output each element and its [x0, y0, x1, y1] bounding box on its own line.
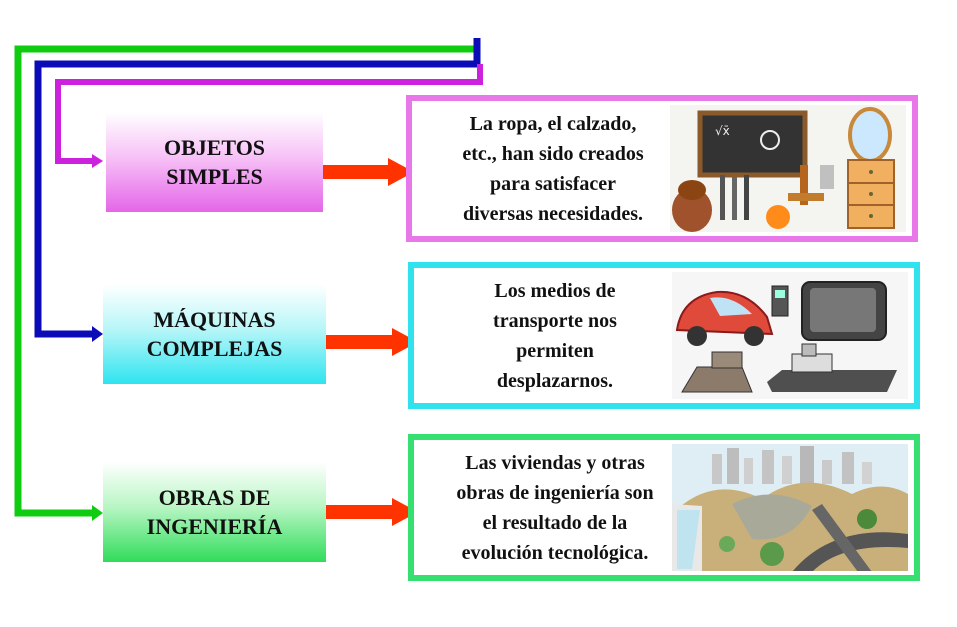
description-panel-maquinas: Los medios de transporte nos permiten de… — [408, 262, 920, 409]
arrowhead-green — [92, 505, 103, 521]
arrowhead-magenta — [92, 154, 103, 168]
category-label: MÁQUINAS COMPLEJAS — [146, 307, 283, 361]
svg-text:√x̄: √x̄ — [715, 124, 730, 138]
arrowhead-blue — [92, 326, 103, 342]
category-maquinas-complejas: MÁQUINAS COMPLEJAS — [103, 284, 326, 384]
description-panel-objetos: La ropa, el calzado, etc., han sido crea… — [406, 95, 918, 242]
connector-magenta — [55, 64, 483, 164]
panel-text: Los medios de transporte nos permiten de… — [493, 279, 617, 392]
red-arrow-1 — [314, 158, 414, 186]
connector-blue — [34, 38, 481, 338]
category-label: OBRAS DE INGENIERÍA — [146, 485, 283, 539]
category-label: OBJETOS SIMPLES — [163, 135, 266, 189]
city-dam-illustration-icon — [672, 444, 908, 572]
category-objetos-simples: OBJETOS SIMPLES — [106, 112, 323, 212]
panel-text: Las viviendas y otras obras de ingenierí… — [456, 451, 654, 564]
classroom-objects-illustration-icon: √x̄ — [670, 105, 906, 233]
red-arrow-3 — [316, 498, 418, 526]
vehicles-illustration-icon — [672, 272, 908, 400]
red-arrow-2 — [316, 328, 418, 356]
category-obras-de-ingenieria: OBRAS DE INGENIERÍA — [103, 462, 326, 562]
panel-text: La ropa, el calzado, etc., han sido crea… — [462, 112, 644, 225]
description-panel-obras: Las viviendas y otras obras de ingenierí… — [408, 434, 920, 581]
